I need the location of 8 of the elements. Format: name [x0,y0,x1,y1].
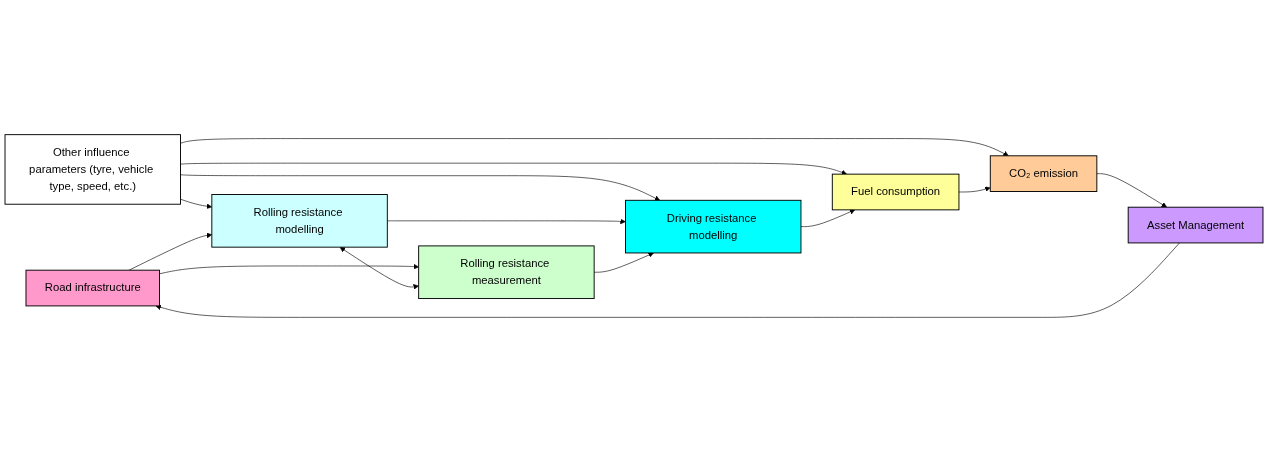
node-box: Asset Management [1127,206,1264,244]
node-box: Driving resistance modelling [625,199,802,254]
node-box: Rolling resistance modelling [211,194,388,248]
node-box: CO₂ emission [989,155,1098,192]
node-box: Road infrastructure [25,269,160,307]
node-box: Fuel consumption [831,173,960,211]
node-box: Rolling resistance measurement [418,245,595,299]
node-box: Other influence parameters (tyre, vehicle type, speed, etc.) [4,134,181,205]
